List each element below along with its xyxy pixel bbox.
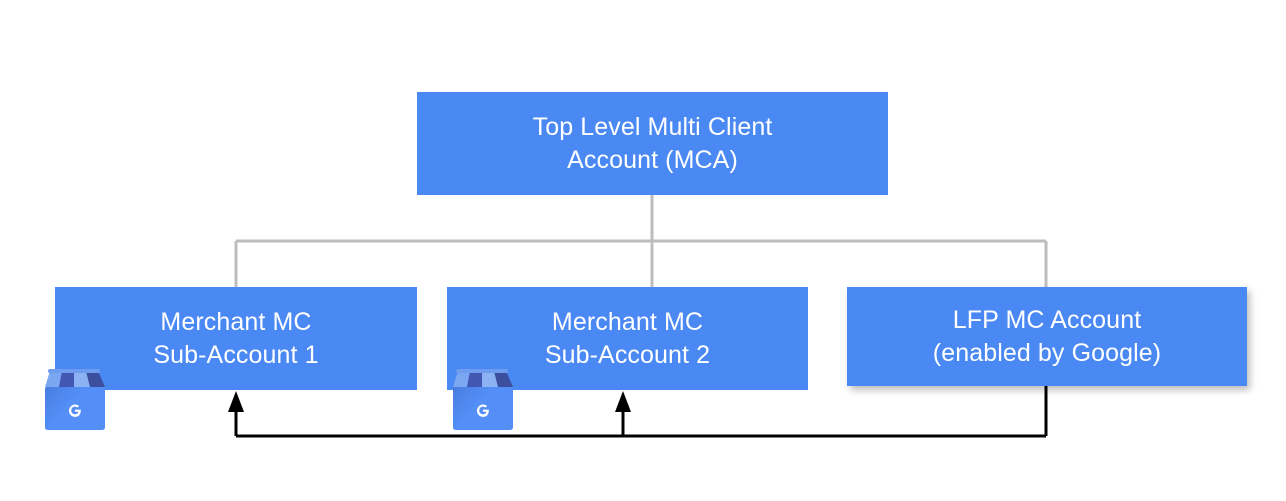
- google-my-business-icon: [45, 369, 105, 430]
- node-merchant-sub-account-2-label: Merchant MC Sub-Account 2: [544, 307, 711, 369]
- node-lfp-mc-account[interactable]: LFP MC Account (enabled by Google): [847, 287, 1247, 386]
- node-top-level-mca-label: Top Level Multi Client Account (MCA): [532, 112, 773, 174]
- node-top-level-mca[interactable]: Top Level Multi Client Account (MCA): [417, 92, 888, 195]
- node-lfp-mc-account-label: LFP MC Account (enabled by Google): [932, 305, 1162, 367]
- arrow-up-icon-sub1: [228, 391, 244, 412]
- arrow-up-icon-sub2: [615, 391, 631, 412]
- node-merchant-sub-account-1-label: Merchant MC Sub-Account 1: [153, 307, 319, 369]
- node-merchant-sub-account-2[interactable]: Merchant MC Sub-Account 2: [447, 287, 808, 390]
- google-my-business-icon: [453, 369, 513, 430]
- node-merchant-sub-account-1[interactable]: Merchant MC Sub-Account 1: [55, 287, 417, 390]
